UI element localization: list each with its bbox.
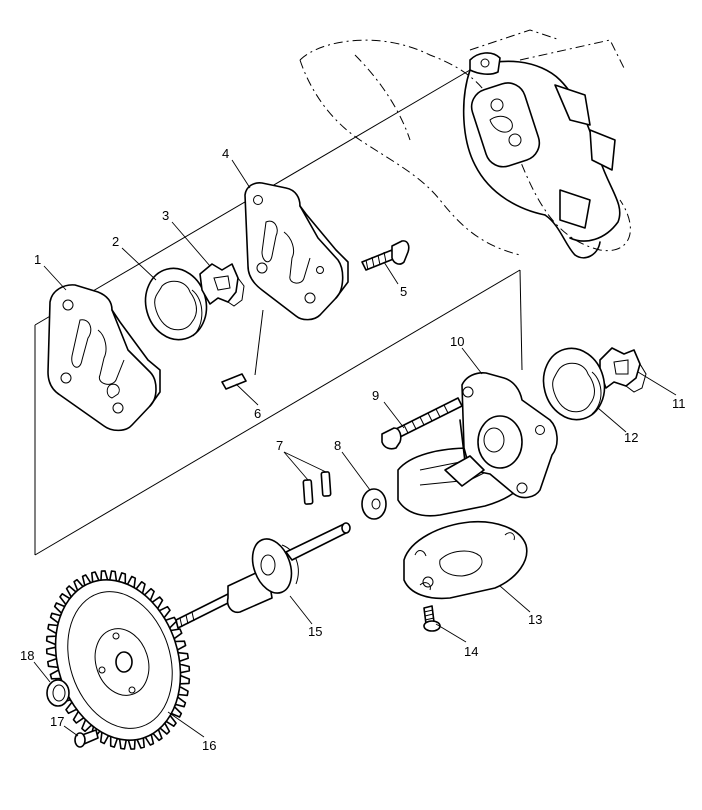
callout-5: 5: [400, 284, 407, 299]
engine-housing-outline: [299, 29, 631, 259]
bolt: [361, 240, 410, 271]
callout-18: 18: [20, 648, 34, 663]
callout-12: 12: [624, 430, 638, 445]
key-pins: [302, 471, 332, 505]
callout-6: 6: [254, 406, 261, 421]
callout-16: 16: [202, 738, 216, 753]
callout-7: 7: [276, 438, 283, 453]
pump-cover: [397, 372, 558, 517]
pump-plate: [47, 284, 161, 432]
ring-washer: [46, 679, 70, 707]
leader-lines: [33, 159, 677, 738]
callout-11: 11: [672, 396, 686, 411]
callout-2: 2: [112, 234, 119, 249]
outer-rotor: [144, 267, 208, 341]
screw: [423, 605, 441, 632]
callout-10: 10: [450, 334, 464, 349]
callout-labels: 1 2 3 4 5 6 7 8 9 10 11 12 13 14 15 16 1…: [20, 146, 686, 753]
callout-9: 9: [372, 388, 379, 403]
callout-14: 14: [464, 644, 478, 659]
callout-17: 17: [50, 714, 64, 729]
drive-shaft: [175, 522, 351, 629]
set-screw: [74, 729, 99, 748]
callout-15: 15: [308, 624, 322, 639]
pump-body-plate: [244, 182, 349, 321]
outer-rotor-cover-side: [542, 347, 606, 421]
callout-1: 1: [34, 252, 41, 267]
callout-13: 13: [528, 612, 542, 627]
cover-gasket: [403, 520, 528, 600]
inner-rotor: [199, 263, 245, 307]
callout-3: 3: [162, 208, 169, 223]
drive-gear: [45, 570, 191, 750]
dowel-pin: [221, 373, 247, 390]
long-bolt: [381, 397, 463, 450]
washer: [361, 488, 387, 520]
callout-8: 8: [334, 438, 341, 453]
callout-4: 4: [222, 146, 229, 161]
inner-rotor-cover-side: [599, 347, 647, 393]
